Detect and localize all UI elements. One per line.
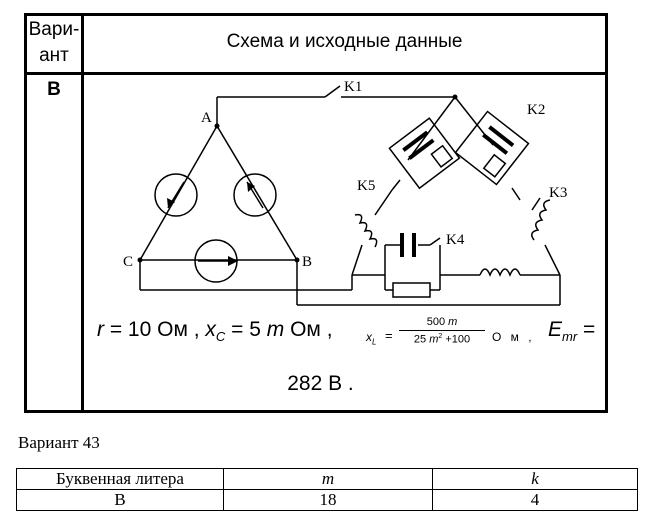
meter-left-arrow <box>167 198 175 208</box>
fraction-numerator: 500 m <box>399 316 485 331</box>
wire-right-low <box>544 244 561 276</box>
cell-letter: В <box>16 489 224 511</box>
node-b <box>294 257 300 263</box>
label-b: B <box>302 254 312 270</box>
emr-label: Emr = <box>548 318 596 345</box>
label-c: C <box>123 254 133 270</box>
xc-text-a: = 5 <box>225 318 267 341</box>
header-letter: Буквенная литера <box>16 468 224 490</box>
xl-label: xL <box>366 330 377 347</box>
table-border-top <box>24 13 608 16</box>
block-k5 <box>388 117 461 190</box>
node-a <box>214 123 220 129</box>
wire-a-b <box>216 125 298 261</box>
inductor-bottom <box>479 268 521 277</box>
block-k2 <box>454 110 530 186</box>
parameters-table: Буквенная литера m k В 18 4 <box>16 468 638 511</box>
wire-a-c <box>139 125 218 261</box>
xc-sub: C <box>215 329 226 345</box>
switch-k3-blade <box>531 197 541 211</box>
meter-right-arrow <box>247 182 255 192</box>
label-k5: K5 <box>357 178 375 194</box>
meter-bottom-arrow <box>228 256 238 266</box>
table-border-bottom <box>24 410 608 413</box>
table-header-row: Буквенная литера m k <box>16 468 638 490</box>
header-scheme: Схема и исходные данные <box>226 31 463 52</box>
resistor-bottom <box>392 282 431 298</box>
circuit-diagram: A C B K1 K2 K3 K4 K5 <box>123 79 567 306</box>
xl-unit: О м , <box>492 330 535 344</box>
xc-text-b: Ом , <box>284 318 333 341</box>
switch-k4-blade <box>429 237 441 246</box>
label-k1: K1 <box>344 79 362 95</box>
xl-fraction: 500 m 25 m2 +100 <box>399 316 485 346</box>
table-row: В 18 4 <box>16 489 638 511</box>
wire-right-mid <box>511 187 521 201</box>
cell-k: 4 <box>432 489 638 511</box>
switch-k1-blade <box>324 85 341 98</box>
label-k3: K3 <box>549 185 567 201</box>
inductor-right <box>531 199 551 241</box>
wire-top-left-branch <box>407 96 456 161</box>
table-border-left <box>24 13 27 413</box>
inductor-left <box>354 213 378 248</box>
r-var: r <box>97 318 104 341</box>
table-border-right <box>605 13 608 413</box>
variant-table: Вари- ант Схема и исходные данные В <box>24 13 608 413</box>
cell-m: 18 <box>223 489 433 511</box>
table-row-separator <box>24 72 608 75</box>
header-m: m <box>223 468 433 490</box>
wire-left-low <box>351 244 363 276</box>
table-column-separator <box>81 13 84 413</box>
meter-right-circle <box>233 173 277 217</box>
header-k: k <box>432 468 638 490</box>
xl-equals: = <box>385 328 393 343</box>
wire-left-mid <box>374 189 393 216</box>
result-value: 282 В . <box>287 372 354 395</box>
variant-letter: В <box>47 79 61 100</box>
meter-left-circle <box>154 173 198 217</box>
r-text: = 10 Ом , <box>104 318 206 341</box>
header-variant-line1: Вари- <box>28 19 80 40</box>
xc-var: x <box>205 318 216 341</box>
header-variant-line2: ант <box>39 45 69 66</box>
label-k4: K4 <box>446 232 465 248</box>
fraction-denominator: 25 m2 +100 <box>413 333 471 346</box>
variant-caption: Вариант 43 <box>18 433 100 452</box>
label-a: A <box>201 110 212 126</box>
node-top <box>452 94 458 100</box>
header-variant: Вари- ант <box>27 17 81 69</box>
switch-k5-blade <box>391 179 401 191</box>
node-c <box>137 257 143 263</box>
formula-line: r = 10 Ом , xC = 5 m Ом , <box>97 318 333 344</box>
label-k2: K2 <box>527 102 545 118</box>
xc-m: m <box>266 318 285 341</box>
